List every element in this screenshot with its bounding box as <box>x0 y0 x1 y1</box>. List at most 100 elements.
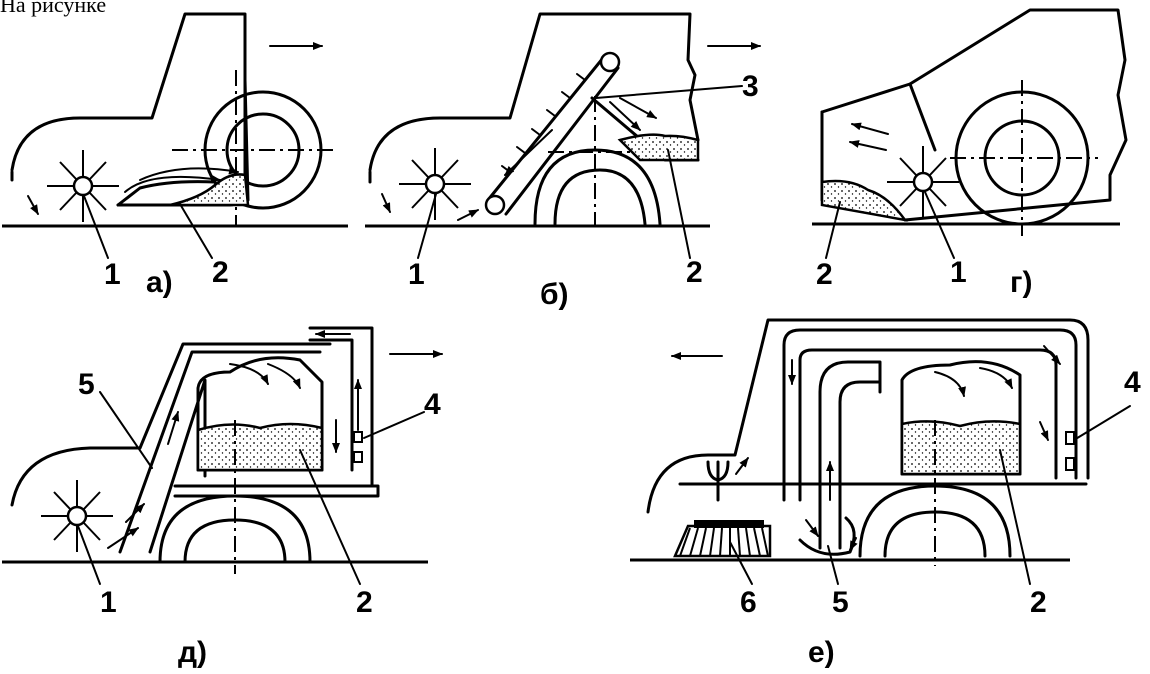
panel-e-hopper-arrow-1 <box>934 371 966 397</box>
panel-b-leader-1 <box>417 193 437 259</box>
panel-d-debris-heap <box>196 422 324 472</box>
panel-g-body-outline <box>820 8 1128 222</box>
panel-b-feed-arrow <box>457 209 479 221</box>
panel-a-rotary-brush <box>47 150 119 222</box>
panel-d-exhaust-duct <box>308 326 374 488</box>
panel-b-leader-3 <box>595 85 743 99</box>
panel-b-callout-3: 3 <box>742 70 759 103</box>
panel-a-callout-1: 1 <box>104 258 121 291</box>
panel-g-callout-1: 1 <box>950 256 967 289</box>
panel-e-leader-6 <box>729 541 753 585</box>
panel-d-callout-4: 4 <box>424 388 441 421</box>
panel-d-body-outline <box>10 342 332 507</box>
panel-g-rotary-brush <box>887 146 959 218</box>
panel-g-scheme: 2 1 г) <box>812 8 1128 299</box>
panel-b-scheme: 1 2 3 б) <box>365 12 761 311</box>
panel-d-scheme: 5 4 1 2 д) <box>2 326 443 669</box>
panel-d-intake-arrow-1 <box>107 527 139 549</box>
panel-g-throw-arrow-2 <box>849 140 887 151</box>
panel-e-callout-5: 5 <box>832 586 849 619</box>
panel-b-label: б) <box>540 278 569 311</box>
panel-e-side-broom-mount <box>706 460 730 502</box>
panel-e-exhaust-arrow-1 <box>1043 345 1061 365</box>
panel-g-callout-2: 2 <box>816 258 833 291</box>
panel-g-label: г) <box>1010 266 1033 299</box>
panel-d-rotary-brush <box>41 480 113 552</box>
panel-e-side-broom <box>673 520 772 558</box>
panel-e-hopper <box>900 360 1022 476</box>
panel-b-throw-arrow-2 <box>619 97 657 119</box>
panel-d-chassis <box>173 484 380 498</box>
panel-b-callout-2: 2 <box>686 256 703 289</box>
panel-d-hopper-arrow-1 <box>229 363 269 385</box>
panel-d-callout-5: 5 <box>78 368 95 401</box>
panel-e-nozzle-skirt <box>798 516 856 556</box>
panel-e-nozzle-arrow-1 <box>805 519 819 537</box>
panel-a-label: а) <box>146 266 173 299</box>
panel-b-wheel-arch <box>533 148 662 226</box>
panel-e-leader-2 <box>999 449 1031 585</box>
caption-text: На рисунке <box>0 0 107 17</box>
panel-g-hopper-divider <box>908 82 937 152</box>
panel-e-exhaust-arrow-2 <box>1039 421 1049 441</box>
panel-a-flow-arrow <box>124 174 221 193</box>
panel-b-brush-rotation-arrow <box>381 193 391 213</box>
panel-a-cab-wall <box>243 78 250 202</box>
panel-b-throw-arrow-1 <box>609 101 641 131</box>
panel-b-callout-1: 1 <box>408 258 425 291</box>
panel-a-leader-2 <box>179 203 213 259</box>
panel-e-callout-2: 2 <box>1030 586 1047 619</box>
panel-b-conveyor <box>484 51 621 216</box>
panel-g-leader-1 <box>924 191 955 259</box>
panel-d-filter-slot-1 <box>353 431 363 443</box>
panel-b-wheel-arch-inner <box>553 168 647 226</box>
panel-e-scheme: 6 5 2 4 е) <box>630 318 1141 669</box>
panel-g-leader-2 <box>825 201 841 259</box>
panel-e-suction-tube <box>818 360 882 550</box>
panel-a-brush-rotation-arrow <box>27 195 39 215</box>
panel-e-suction-tube-inner <box>838 380 882 550</box>
panel-g-throw-arrow-1 <box>851 122 889 135</box>
panel-a-scheme: 1 2 а) <box>2 12 348 299</box>
panel-e-broom-arrow <box>735 457 749 475</box>
panel-d-leader-2 <box>299 449 361 585</box>
panel-d-leader-5 <box>99 391 153 469</box>
panel-a-debris-heap <box>169 173 250 207</box>
panel-d-exhaust-duct-inner <box>308 338 354 472</box>
panel-d-wheel-arch <box>158 494 312 564</box>
panel-b-rotary-brush <box>399 148 471 220</box>
panel-e-filter-slot-2 <box>1065 457 1075 471</box>
panel-e-callout-4: 4 <box>1124 366 1141 399</box>
panel-e-hopper-arrow-2 <box>979 367 1013 389</box>
panel-a-callout-2: 2 <box>212 256 229 289</box>
panel-b-leader-2 <box>667 149 691 259</box>
panel-d-suction-duct-outer <box>118 350 322 554</box>
panel-d-intake-arrow-2 <box>125 503 145 523</box>
panel-d-leader-1 <box>77 525 101 585</box>
panel-e-leader-4 <box>1073 405 1131 441</box>
panel-b-conveyor-arrow-up <box>504 129 553 176</box>
panel-e-filter-slot-1 <box>1065 431 1075 445</box>
panel-e-label: е) <box>808 636 835 669</box>
panel-e-body-outline <box>646 318 1090 514</box>
panel-d-callout-2: 2 <box>356 586 373 619</box>
panel-e-upper-duct <box>782 328 1078 502</box>
panel-d-hopper-arrow-2 <box>267 363 301 389</box>
panel-d-label: д) <box>178 636 207 669</box>
panel-d-leader-4 <box>363 411 425 439</box>
panel-a-leader-1 <box>83 195 109 259</box>
panel-b-debris-heap <box>617 133 700 162</box>
panel-a-flow-arrow-upper <box>139 166 239 181</box>
panel-e-nozzle-arrow-2 <box>849 537 858 551</box>
panel-a-scoop <box>116 180 217 207</box>
panel-d-filter-slot-2 <box>353 451 363 463</box>
panel-d-duct-arrow <box>167 411 180 445</box>
panel-g-debris-heap <box>820 179 908 222</box>
panel-e-debris-heap <box>900 420 1022 476</box>
panel-e-leader-5 <box>827 545 839 585</box>
panel-e-callout-6: 6 <box>740 586 757 619</box>
panel-b-body-outline <box>368 12 700 172</box>
panel-d-callout-1: 1 <box>100 586 117 619</box>
